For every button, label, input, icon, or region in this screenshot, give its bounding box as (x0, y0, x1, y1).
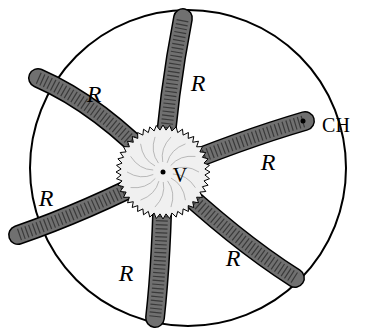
disc-line (168, 181, 173, 207)
arms (18, 18, 305, 318)
outer-circle (30, 10, 346, 326)
disc-line (127, 172, 153, 177)
ch-dot (301, 119, 306, 124)
central-disc (116, 125, 210, 219)
arm-label: R (191, 71, 206, 95)
disc-texture (127, 137, 199, 207)
center-dot (161, 170, 166, 175)
disc-line (162, 137, 171, 162)
arm-label: R (39, 186, 54, 210)
arm-label: R (87, 82, 102, 106)
disc-line (155, 182, 164, 207)
arm-label: R (119, 261, 134, 285)
part-label: CH (322, 115, 350, 135)
arm-label: R (226, 246, 241, 270)
part-label: V (173, 165, 187, 185)
disc-line (153, 137, 158, 163)
disc-line (131, 178, 156, 187)
disc-line (131, 156, 154, 170)
arm-label: R (261, 150, 276, 174)
